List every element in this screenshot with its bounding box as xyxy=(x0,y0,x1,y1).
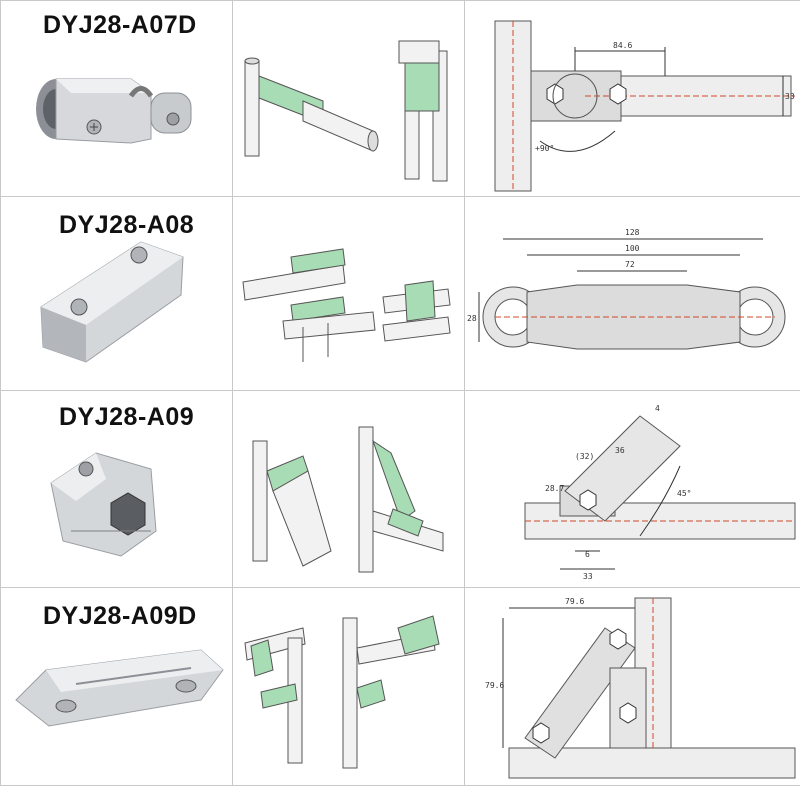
product-code: DYJ28-A09 xyxy=(59,403,194,432)
dim-foot: 6 xyxy=(585,550,590,559)
dim-angle: 45° xyxy=(677,489,691,498)
product-code: DYJ28-A09D xyxy=(43,602,197,631)
product-photo-cell: DYJ28-A08 xyxy=(1,197,233,391)
dim-angle: +90° xyxy=(535,144,554,153)
dim-length: 84.6 xyxy=(613,41,632,50)
catalog-row: DYJ28-A07D xyxy=(1,1,800,197)
horizontal-pipe xyxy=(303,101,373,151)
dim-height: 28 xyxy=(467,314,477,323)
dim-height: 79.6 xyxy=(485,681,504,690)
dim-overall: 128 xyxy=(625,228,640,237)
product-photo-cell: DYJ28-A09 xyxy=(1,391,233,588)
connector-highlight xyxy=(405,281,435,321)
assembly-illustration xyxy=(233,391,465,587)
bolt-head xyxy=(131,247,147,263)
dim-height: 28.7 xyxy=(545,484,564,493)
product-code: DYJ28-A07D xyxy=(43,11,197,40)
dim-top: (32) xyxy=(575,452,594,461)
connector-highlight xyxy=(405,63,439,111)
technical-drawing: 84.6 33 +90° xyxy=(465,1,800,196)
technical-drawing: 79.6 79.6 xyxy=(465,588,800,785)
assembly-illustration-cell xyxy=(233,588,465,786)
assembly-illustration xyxy=(233,1,465,196)
dim-height: 33 xyxy=(785,92,795,101)
hex-nut xyxy=(610,629,626,649)
assembly-illustration-cell xyxy=(233,1,465,197)
dim-middle: 100 xyxy=(625,244,640,253)
dim-inner: 72 xyxy=(625,260,635,269)
assembly-illustration-cell xyxy=(233,391,465,588)
assembly-illustration xyxy=(233,588,465,785)
technical-drawing: (32) 36 4 28.7 45° 6 33 xyxy=(465,391,800,587)
technical-drawing-cell: 84.6 33 +90° xyxy=(465,1,800,197)
product-photo-cell: DYJ28-A07D xyxy=(1,1,233,197)
vertical-pipe xyxy=(253,441,267,561)
technical-drawing: 128 100 72 28 xyxy=(465,197,800,390)
dim-base: 33 xyxy=(583,572,593,581)
catalog-row: DYJ28-A09 xyxy=(1,391,800,588)
dim-mid: 36 xyxy=(615,446,625,455)
catalog-row: DYJ28-A09D xyxy=(1,588,800,786)
technical-drawing-cell: (32) 36 4 28.7 45° 6 33 xyxy=(465,391,800,588)
vertical-pipe xyxy=(359,427,373,572)
technical-drawing-cell: 79.6 79.6 xyxy=(465,588,800,786)
bolt-head xyxy=(71,299,87,315)
bolt-head xyxy=(176,680,196,692)
vertical-pipe xyxy=(245,61,259,156)
hex-nut xyxy=(580,490,596,510)
bolt-hole xyxy=(79,462,93,476)
assembly-illustration xyxy=(233,197,465,390)
catalog-row: DYJ28-A08 xyxy=(1,197,800,391)
hex-nut xyxy=(533,723,549,743)
vertical-pipe xyxy=(343,618,357,768)
hex-nut xyxy=(610,84,626,104)
technical-drawing-cell: 128 100 72 28 xyxy=(465,197,800,391)
dim-diag: 4 xyxy=(655,404,660,413)
product-code: DYJ28-A08 xyxy=(59,211,194,240)
assembly-illustration-cell xyxy=(233,197,465,391)
bolt-head xyxy=(56,700,76,712)
product-photo-cell: DYJ28-A09D xyxy=(1,588,233,786)
dim-width: 79.6 xyxy=(565,597,584,606)
